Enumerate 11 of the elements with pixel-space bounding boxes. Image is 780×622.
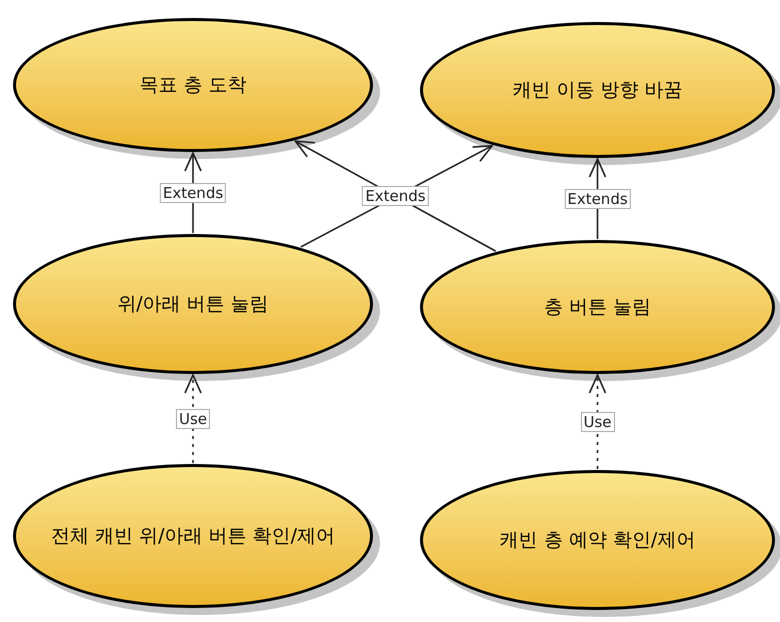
use-case-name: 캐빈 층 예약 확인/제어: [500, 528, 696, 553]
edge-label: Use: [580, 412, 615, 432]
use-case-name: 목표 층 도착: [139, 72, 247, 98]
use-case-name: 캐빈 이동 방향 바꿈: [512, 78, 683, 103]
edge-label: Extends: [564, 189, 631, 209]
use-case-name: 위/아래 버튼 눌림: [117, 292, 269, 317]
edge-label: Use: [176, 409, 210, 429]
use-case-name: 층 버튼 눌림: [544, 294, 652, 320]
edge-label: Extends: [160, 183, 226, 203]
edge-label: Extends: [362, 186, 429, 206]
use-case-name: 전체 캐빈 위/아래 버튼 확인/제어: [51, 524, 335, 549]
